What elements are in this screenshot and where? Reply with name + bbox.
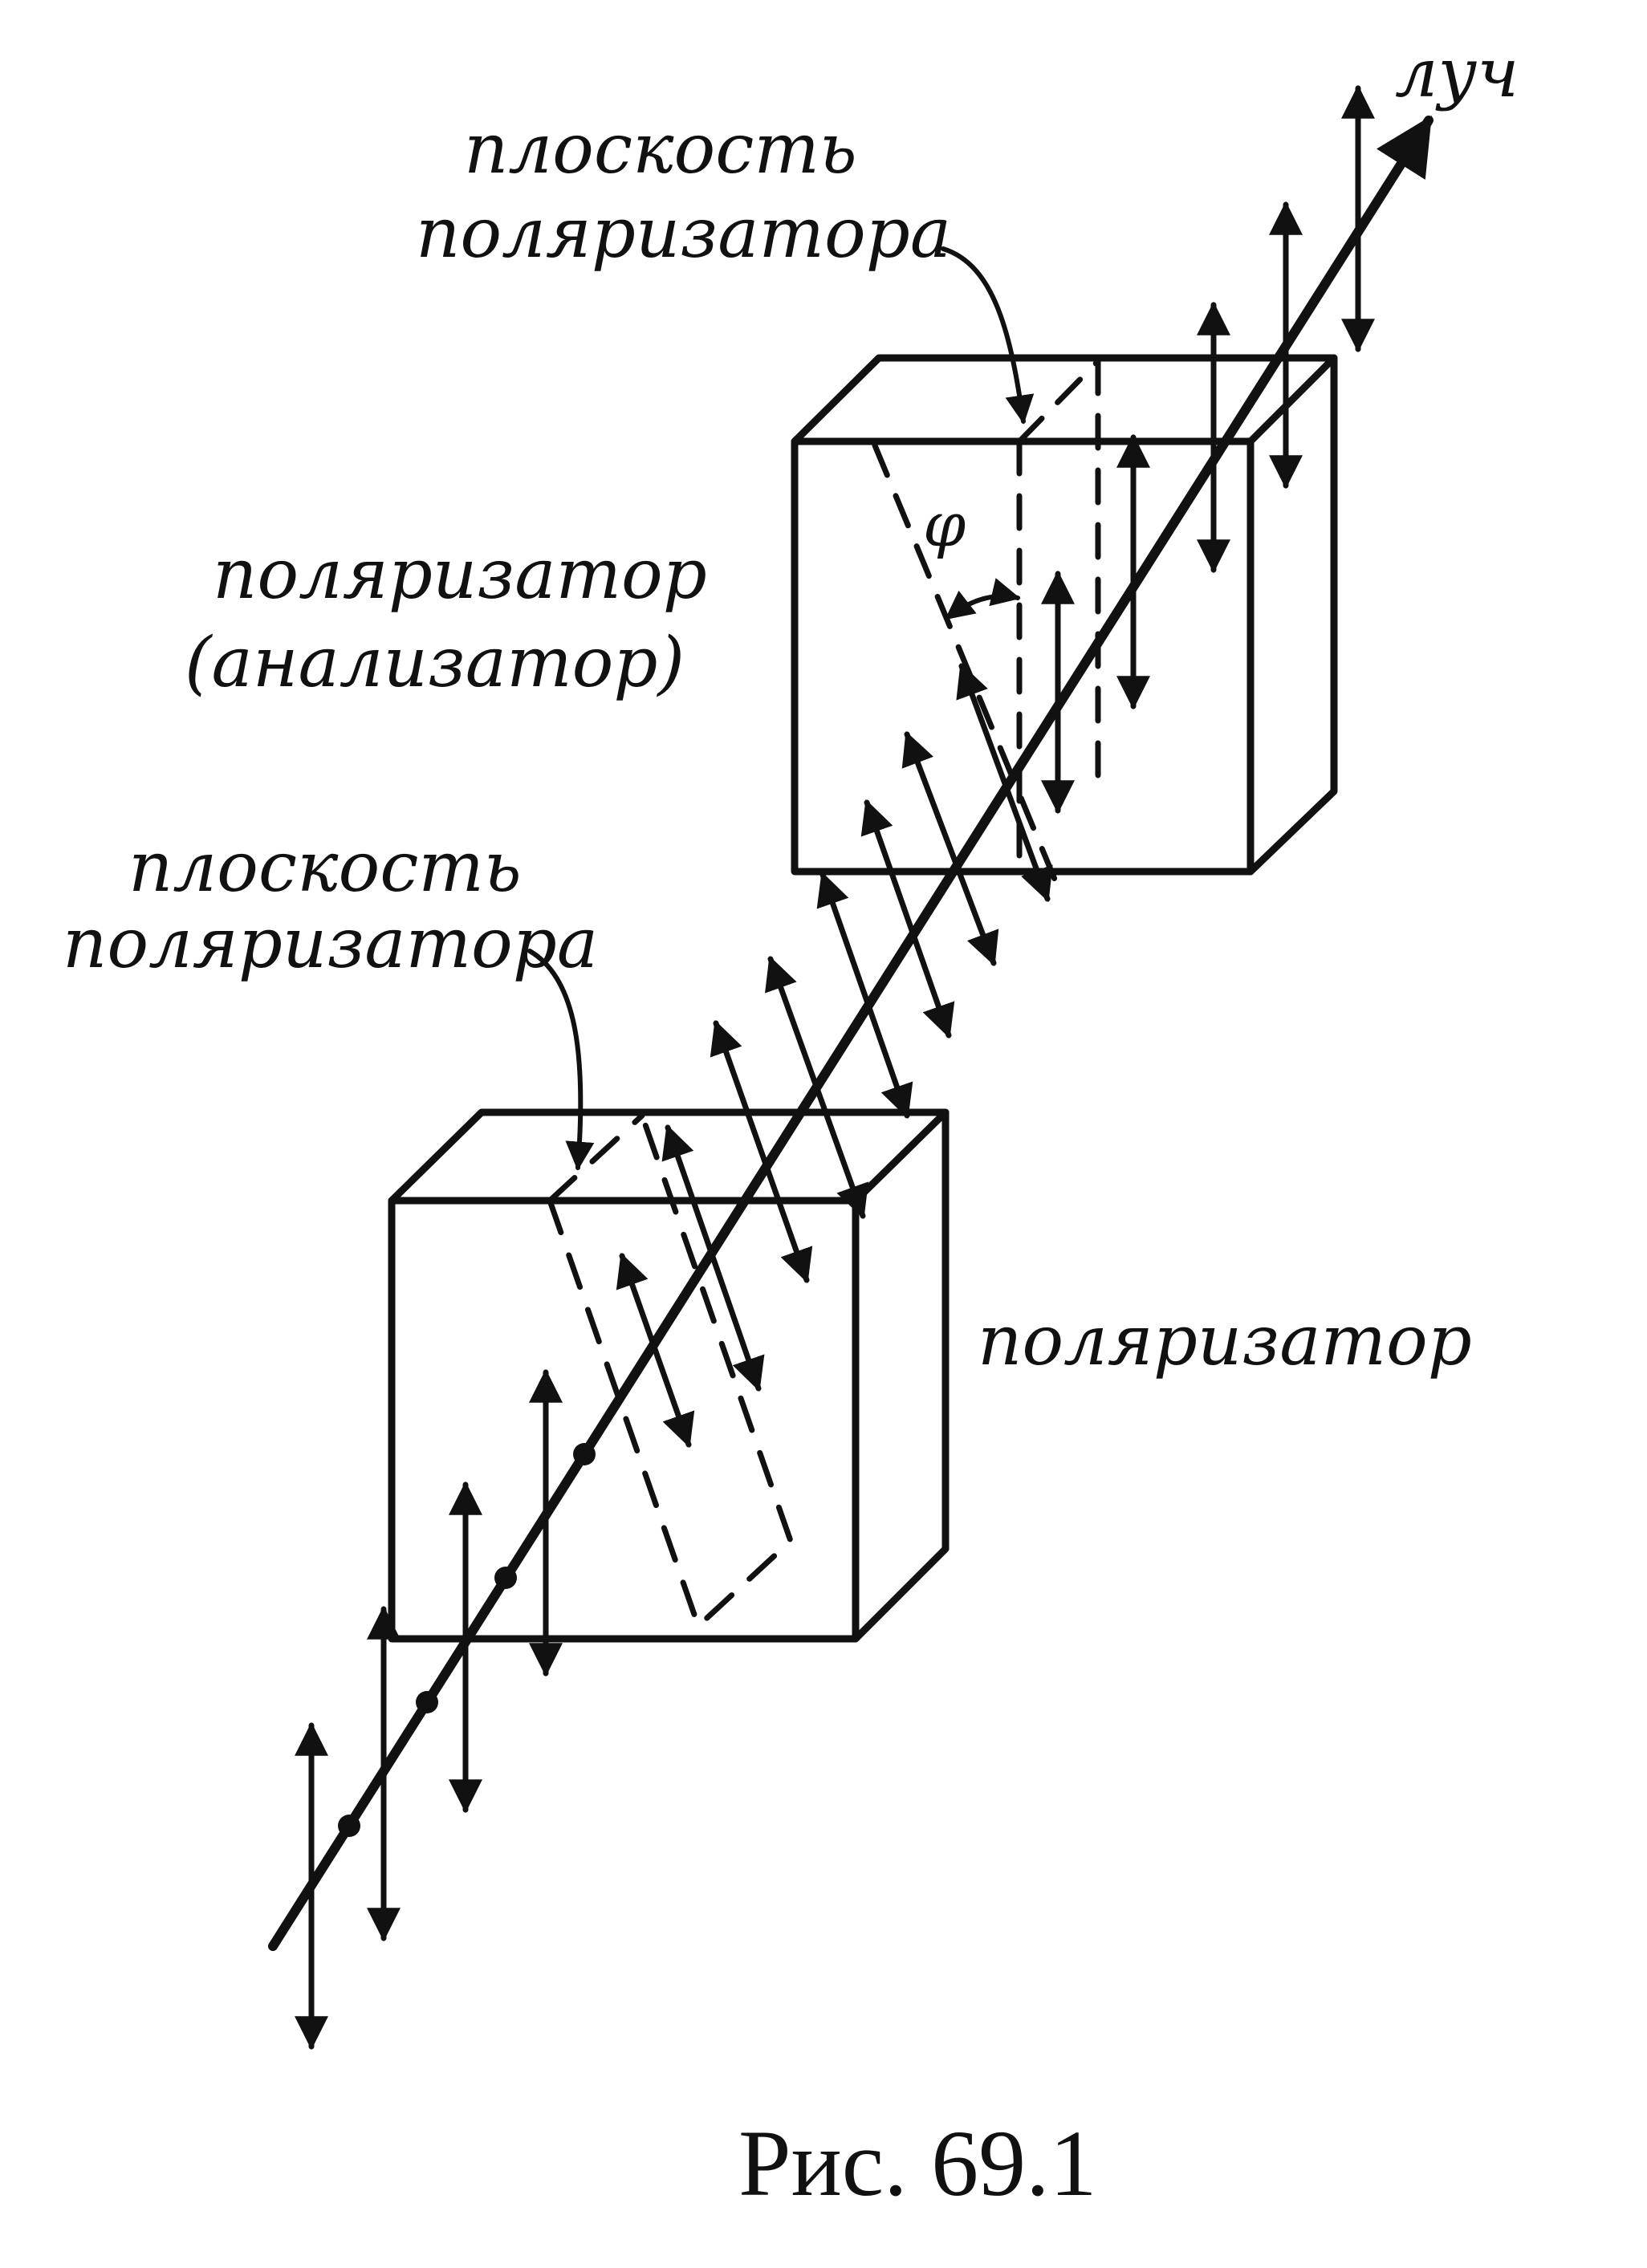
svg-text:плоскость: плоскость xyxy=(128,827,522,908)
svg-text:поляризатор: поляризатор xyxy=(213,534,707,615)
plane-label-top: плоскость поляризатора xyxy=(416,109,951,274)
leader-top xyxy=(941,246,1035,425)
unpolarized-arrows xyxy=(295,1368,563,2051)
figure-caption: Рис. 69.1 xyxy=(738,2111,1097,2216)
analyzed-arrows xyxy=(1041,84,1375,815)
ray-label: луч xyxy=(1395,34,1519,112)
svg-text:(анализатор): (анализатор) xyxy=(185,623,685,703)
angle-arc xyxy=(945,578,1021,620)
polarized-arrows xyxy=(616,663,1053,1448)
polarizer-label: поляризатор xyxy=(978,1301,1472,1381)
leader-bottom xyxy=(527,949,595,1171)
angle-label: φ xyxy=(923,489,966,560)
light-ray xyxy=(268,115,1434,1951)
plane-label-bottom: плоскость поляризатора xyxy=(63,827,598,984)
svg-text:поляризатора: поляризатора xyxy=(416,193,951,274)
analyzer-box xyxy=(791,354,1338,876)
svg-text:поляризатора: поляризатора xyxy=(63,904,598,984)
analyzer-label: поляризатор (анализатор) xyxy=(185,534,707,703)
polarizer-plane-lower xyxy=(547,1112,794,1629)
svg-text:плоскость: плоскость xyxy=(464,109,857,189)
ray-dots xyxy=(338,1443,596,1837)
